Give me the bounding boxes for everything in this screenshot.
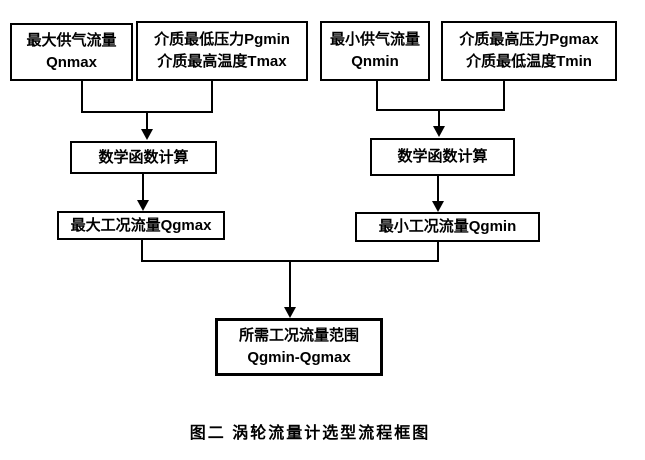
connector-left-merge-v2 [211,81,213,113]
figure-caption: 图二 涡轮流量计选型流程框图 [189,425,431,442]
connector-mathright-qgmin-stem [437,176,439,202]
connector-mathleft-qgmax-stem [142,174,144,201]
node-pgmax-tmin-line1: 介质最高压力Pgmax [459,31,599,49]
node-qnmax-line1: 最大供气流量 [26,32,117,50]
arrow-down-icon [137,200,149,211]
connector-right-merge-stem [438,111,440,127]
connector-bottom-merge-v2 [437,242,439,262]
node-qnmin: 最小供气流量 Qnmin [320,21,430,81]
connector-right-merge-v2 [503,81,505,111]
node-qgmax: 最大工况流量Qgmax [57,211,225,240]
node-math-right: 数学函数计算 [370,138,515,176]
connector-bottom-merge-stem [289,262,291,307]
connector-left-merge-v1 [81,81,83,113]
arrow-down-icon [284,307,296,318]
node-pgmax-tmin-line2: 介质最低温度Tmin [466,53,592,70]
node-result: 所需工况流量范围 Qgmin-Qgmax [215,318,383,376]
connector-right-merge-v1 [376,81,378,111]
connector-bottom-merge-v1 [141,240,143,262]
arrow-down-icon [141,129,153,140]
node-qnmin-line2: Qnmin [351,53,399,70]
connector-bottom-merge-h [141,260,439,262]
node-pgmin-tmax-line2: 介质最高温度Tmax [157,53,287,70]
node-qnmin-line1: 最小供气流量 [329,31,420,49]
node-pgmin-tmax: 介质最低压力Pgmin 介质最高温度Tmax [136,21,308,81]
node-math-right-line1: 数学函数计算 [397,148,488,166]
node-qgmin: 最小工况流量Qgmin [355,212,540,242]
connector-right-merge-h [376,109,505,111]
node-qgmin-line1: 最小工况流量Qgmin [378,218,517,236]
node-qnmax: 最大供气流量 Qnmax [10,23,133,81]
connector-left-merge-h [81,111,213,113]
node-qnmax-line2: Qnmax [46,54,97,71]
node-result-line2: Qgmin-Qgmax [247,349,351,366]
node-pgmax-tmin: 介质最高压力Pgmax 介质最低温度Tmin [441,21,617,81]
arrow-down-icon [432,201,444,212]
connector-left-merge-stem [146,113,148,130]
node-pgmin-tmax-line1: 介质最低压力Pgmin [154,31,290,49]
node-math-left-line1: 数学函数计算 [98,148,189,166]
node-qgmax-line1: 最大工况流量Qgmax [70,216,212,234]
arrow-down-icon [433,126,445,137]
node-math-left: 数学函数计算 [70,141,217,174]
node-result-line1: 所需工况流量范围 [238,327,359,345]
